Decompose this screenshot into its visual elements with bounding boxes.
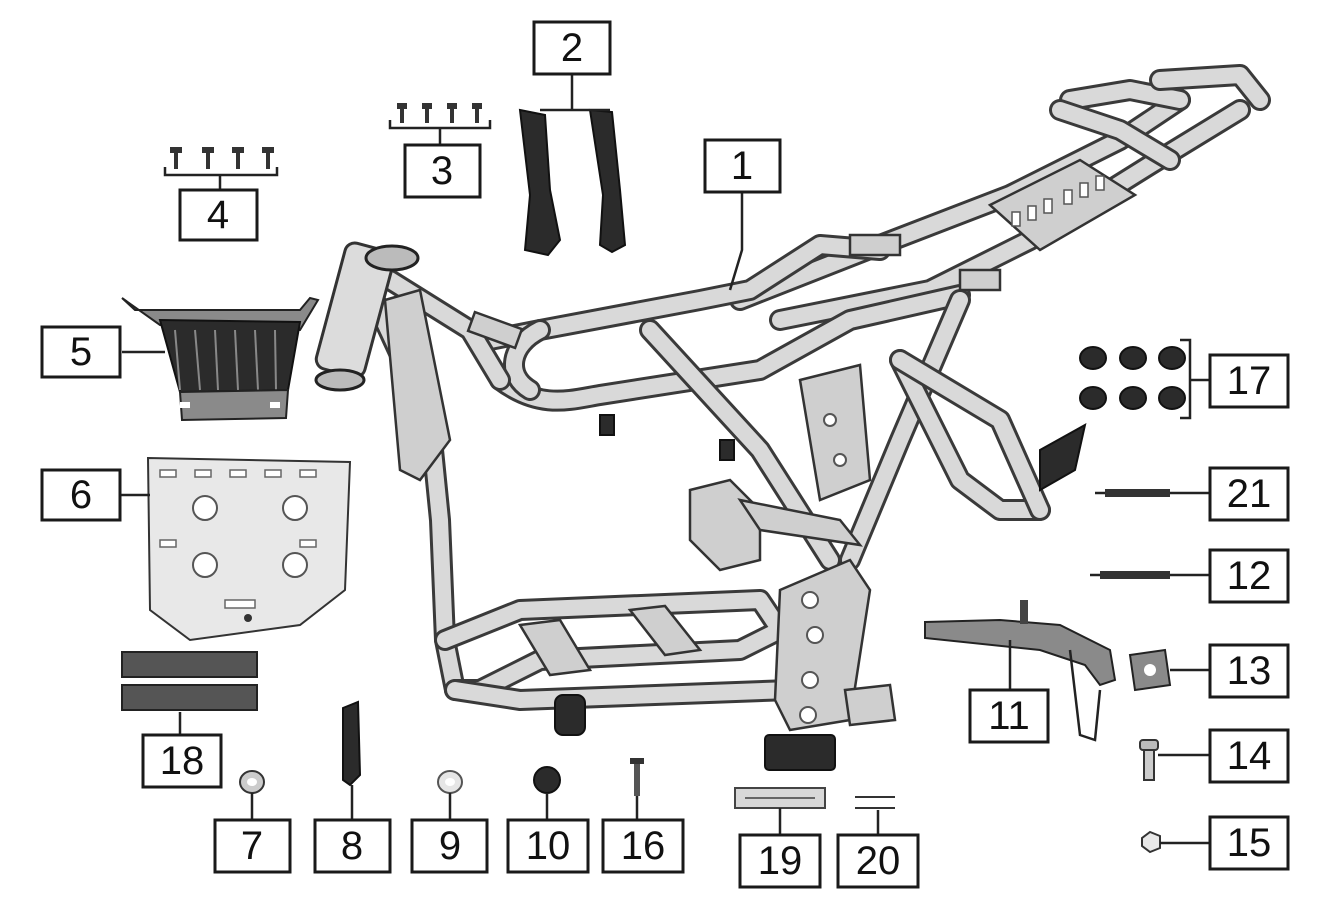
rubber-strips [121,651,258,735]
callout-5: 5 [40,325,122,379]
stopper-8 [342,700,362,820]
svg-text:13: 13 [1227,649,1272,693]
callout-18: 18 [141,733,223,789]
rubber-grommets [1079,338,1210,420]
svg-text:2: 2 [561,26,583,70]
label-sticker-19 [734,787,826,835]
svg-text:10: 10 [526,824,571,868]
callout-13: 13 [1208,643,1290,699]
callout-19: 19 [738,833,822,889]
callout-14: 14 [1208,728,1290,784]
callout-17: 17 [1208,353,1290,409]
callout-16: 16 [601,818,685,874]
bracket-13 [1128,648,1210,692]
callout-2: 2 [532,20,612,76]
svg-text:9: 9 [439,824,461,868]
tray-slots [1011,175,1105,227]
leader-1 [728,190,744,291]
svg-text:1: 1 [731,144,753,188]
pins-20 [855,796,895,835]
svg-text:19: 19 [758,839,803,883]
nut-15 [1141,830,1210,854]
side-stand [924,600,1117,742]
svg-text:15: 15 [1227,821,1272,865]
svg-text:3: 3 [431,149,453,193]
callout-11: 11 [968,688,1050,744]
svg-text:14: 14 [1227,734,1272,778]
spring-21 [1095,489,1210,497]
grommet-10 [533,766,561,820]
svg-text:5: 5 [70,330,92,374]
svg-text:18: 18 [160,739,205,783]
callout-15: 15 [1208,815,1290,871]
svg-text:21: 21 [1227,472,1272,516]
svg-text:20: 20 [856,839,901,883]
washer-9 [437,770,463,820]
svg-text:4: 4 [207,193,229,237]
bolts-set-3 [388,103,492,145]
callout-21: 21 [1208,466,1290,522]
svg-text:16: 16 [621,824,666,868]
callout-4: 4 [178,188,259,242]
bolt-16 [630,758,644,820]
bolts-set-4 [163,147,279,190]
callout-10: 10 [506,818,590,874]
svg-text:17: 17 [1227,359,1272,403]
callout-8: 8 [313,818,392,874]
callout-6: 6 [40,468,122,522]
callout-12: 12 [1208,548,1290,604]
svg-text:11: 11 [988,694,1030,738]
bolt-14 [1139,739,1210,781]
callout-9: 9 [410,818,489,874]
washer-7 [239,770,265,820]
svg-text:6: 6 [70,473,92,517]
main-frame [314,64,1271,771]
svg-text:8: 8 [341,824,363,868]
side-brackets [518,75,627,257]
skid-plate [120,456,352,642]
callout-1: 1 [703,138,782,194]
callout-20: 20 [836,833,920,889]
svg-text:12: 12 [1227,554,1272,598]
engine-guard [121,296,320,422]
svg-text:7: 7 [241,824,263,868]
spring-12 [1090,571,1210,579]
callout-7: 7 [213,818,292,874]
callout-3: 3 [403,143,482,199]
